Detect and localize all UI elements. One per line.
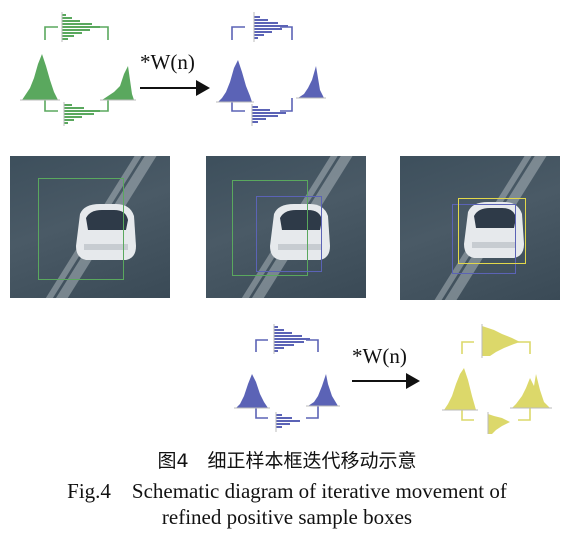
histogram-left <box>444 368 476 410</box>
operator-label-top: *W(n) <box>140 50 195 74</box>
operator-arrow-bottom <box>352 373 420 389</box>
histogram-right <box>102 66 134 100</box>
caption-english-line-2: refined positive sample boxes <box>161 505 413 529</box>
histogram-cluster-yellow <box>440 322 564 436</box>
vehicle-photo-3 <box>400 156 560 300</box>
figure-caption-english: Fig.4 Schematic diagram of iterative mov… <box>0 478 574 530</box>
car <box>464 202 524 258</box>
histogram-bottom <box>64 104 100 124</box>
histogram-right <box>512 374 550 408</box>
vehicle-photo-2 <box>206 156 366 298</box>
histogram-left <box>22 54 58 100</box>
figure-caption-chinese: 图4 细正样本框迭代移动示意 <box>157 450 417 472</box>
histogram-bottom <box>488 414 510 434</box>
sample-box-green <box>38 178 124 280</box>
histogram-cluster-green <box>18 8 143 128</box>
histogram-bottom <box>276 414 300 428</box>
histogram-top <box>482 326 520 356</box>
sample-box-blue <box>256 196 322 272</box>
histogram-cluster-blue-bottom <box>230 322 350 434</box>
caption-english-line-1: Fig.4 Schematic diagram of iterative mov… <box>67 479 507 503</box>
histogram-right <box>298 66 324 98</box>
car <box>76 204 136 260</box>
operator-label-bottom: *W(n) <box>352 344 407 368</box>
sample-box-yellow <box>458 198 526 264</box>
car <box>270 204 330 260</box>
histogram-left <box>218 60 252 102</box>
histogram-top <box>62 14 100 40</box>
histogram-top <box>274 326 310 352</box>
sample-box-blue <box>452 204 516 274</box>
sample-box-green <box>232 180 308 276</box>
histogram-top <box>254 16 288 39</box>
histogram-cluster-blue-top <box>212 8 337 128</box>
histogram-left <box>236 374 268 408</box>
histogram-right <box>308 374 338 406</box>
operator-arrow-top <box>140 80 210 96</box>
vehicle-photo-1 <box>10 156 170 298</box>
histogram-bottom <box>252 106 286 123</box>
